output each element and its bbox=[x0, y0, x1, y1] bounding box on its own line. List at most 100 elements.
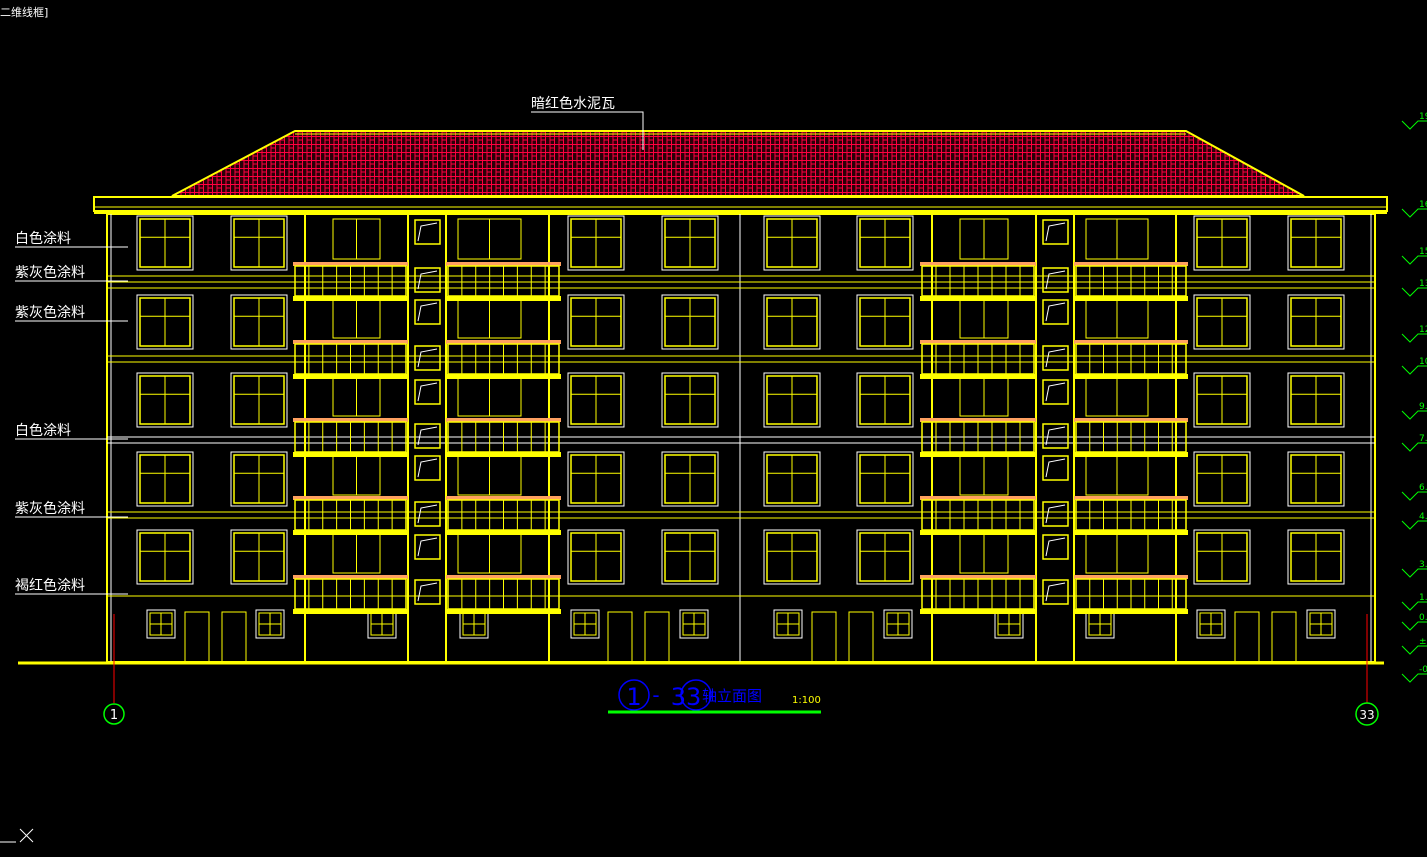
door bbox=[184, 611, 210, 663]
elevation-mark bbox=[1401, 491, 1427, 501]
balcony-slab bbox=[446, 496, 561, 500]
window bbox=[230, 215, 288, 271]
balcony-slab bbox=[1074, 496, 1188, 500]
balcony-slab bbox=[1074, 575, 1188, 579]
balcony-slab bbox=[920, 575, 1036, 579]
small-window bbox=[1085, 609, 1115, 639]
window bbox=[1287, 215, 1345, 271]
stair-window bbox=[1042, 534, 1069, 560]
balcony-slab bbox=[920, 496, 1036, 500]
elevation-value: 13.8 bbox=[1419, 279, 1427, 289]
stair-window bbox=[414, 379, 441, 405]
small-window bbox=[1196, 609, 1226, 639]
elevation-mark bbox=[1401, 568, 1427, 578]
window bbox=[763, 529, 821, 585]
window bbox=[856, 294, 914, 350]
door bbox=[221, 611, 247, 663]
axis-bubble-right[interactable] bbox=[1355, 702, 1379, 726]
elevation-mark bbox=[1401, 601, 1427, 611]
window bbox=[661, 215, 719, 271]
stair-window bbox=[1042, 455, 1069, 481]
window bbox=[136, 215, 194, 271]
window bbox=[567, 451, 625, 507]
elevation-mark bbox=[1401, 673, 1427, 683]
elevation-value: 4. bbox=[1419, 512, 1427, 522]
window bbox=[230, 294, 288, 350]
title-dash: - bbox=[652, 683, 659, 707]
balcony-slab bbox=[446, 418, 561, 422]
window bbox=[1193, 451, 1251, 507]
balcony-floor bbox=[920, 609, 1036, 614]
stair-window bbox=[414, 345, 441, 371]
window bbox=[136, 529, 194, 585]
window bbox=[856, 451, 914, 507]
finish-label: 紫灰色涂料 bbox=[15, 500, 85, 517]
elevation-mark bbox=[1401, 365, 1427, 375]
balcony-slab bbox=[293, 575, 408, 579]
balcony-floor bbox=[446, 609, 561, 614]
finish-label: 紫灰色涂料 bbox=[15, 304, 85, 321]
window bbox=[136, 372, 194, 428]
elevation-mark bbox=[1401, 287, 1427, 297]
balcony-slab bbox=[446, 262, 561, 266]
roof bbox=[171, 130, 1305, 197]
door bbox=[644, 611, 670, 663]
elevation-mark bbox=[1401, 520, 1427, 530]
finish-label: 白色涂料 bbox=[15, 422, 71, 439]
stair-window bbox=[1042, 219, 1069, 245]
drawing-title[interactable]: 1 - 33 轴立面图 1:100 bbox=[608, 679, 821, 714]
stair-window bbox=[414, 267, 441, 293]
stair-window bbox=[1042, 501, 1069, 527]
elevation-mark bbox=[1401, 333, 1427, 343]
elevation-value: 7. bbox=[1419, 434, 1427, 444]
small-window bbox=[459, 609, 489, 639]
window bbox=[230, 451, 288, 507]
axis-bubble-left[interactable] bbox=[103, 703, 125, 725]
stair-window bbox=[1042, 423, 1069, 449]
stair-window bbox=[414, 219, 441, 245]
finish-label: 紫灰色涂料 bbox=[15, 264, 85, 281]
window bbox=[661, 451, 719, 507]
title-axis-from: 1 bbox=[626, 683, 641, 711]
stair-window bbox=[1042, 579, 1069, 605]
balcony-floor bbox=[1074, 609, 1188, 614]
viewport-label[interactable]: 二维线框] bbox=[0, 6, 49, 19]
elevation-value: 6. bbox=[1419, 483, 1427, 493]
stair-window bbox=[1042, 379, 1069, 405]
elevation-value: 19.9 bbox=[1419, 112, 1427, 122]
elevation-mark bbox=[1401, 120, 1427, 130]
window bbox=[567, 215, 625, 271]
facade-wall bbox=[106, 213, 1376, 663]
window bbox=[661, 372, 719, 428]
balcony-slab bbox=[1074, 262, 1188, 266]
window bbox=[1287, 529, 1345, 585]
finish-label: 白色涂料 bbox=[15, 230, 71, 247]
elevation-mark bbox=[1401, 621, 1427, 631]
window bbox=[661, 529, 719, 585]
window bbox=[856, 529, 914, 585]
roof-note: 暗红色水泥瓦 bbox=[531, 95, 615, 112]
balcony-slab bbox=[446, 340, 561, 344]
title-scale: 1:100 bbox=[792, 695, 821, 706]
elevation-value: 0. bbox=[1419, 613, 1427, 623]
window bbox=[136, 451, 194, 507]
door bbox=[1271, 611, 1297, 663]
small-window bbox=[146, 609, 176, 639]
facade-details bbox=[107, 214, 1375, 663]
balcony-slab bbox=[293, 496, 408, 500]
elevation-value: 10. bbox=[1419, 357, 1427, 367]
elevation-mark bbox=[1401, 410, 1427, 420]
elevation-value: 16.8 bbox=[1419, 200, 1427, 210]
small-window bbox=[773, 609, 803, 639]
small-window bbox=[679, 609, 709, 639]
window bbox=[763, 451, 821, 507]
small-window bbox=[255, 609, 285, 639]
stair-window bbox=[414, 534, 441, 560]
window bbox=[567, 294, 625, 350]
window bbox=[856, 215, 914, 271]
elevation-value: 9. bbox=[1419, 402, 1427, 412]
small-window bbox=[883, 609, 913, 639]
window bbox=[1193, 294, 1251, 350]
